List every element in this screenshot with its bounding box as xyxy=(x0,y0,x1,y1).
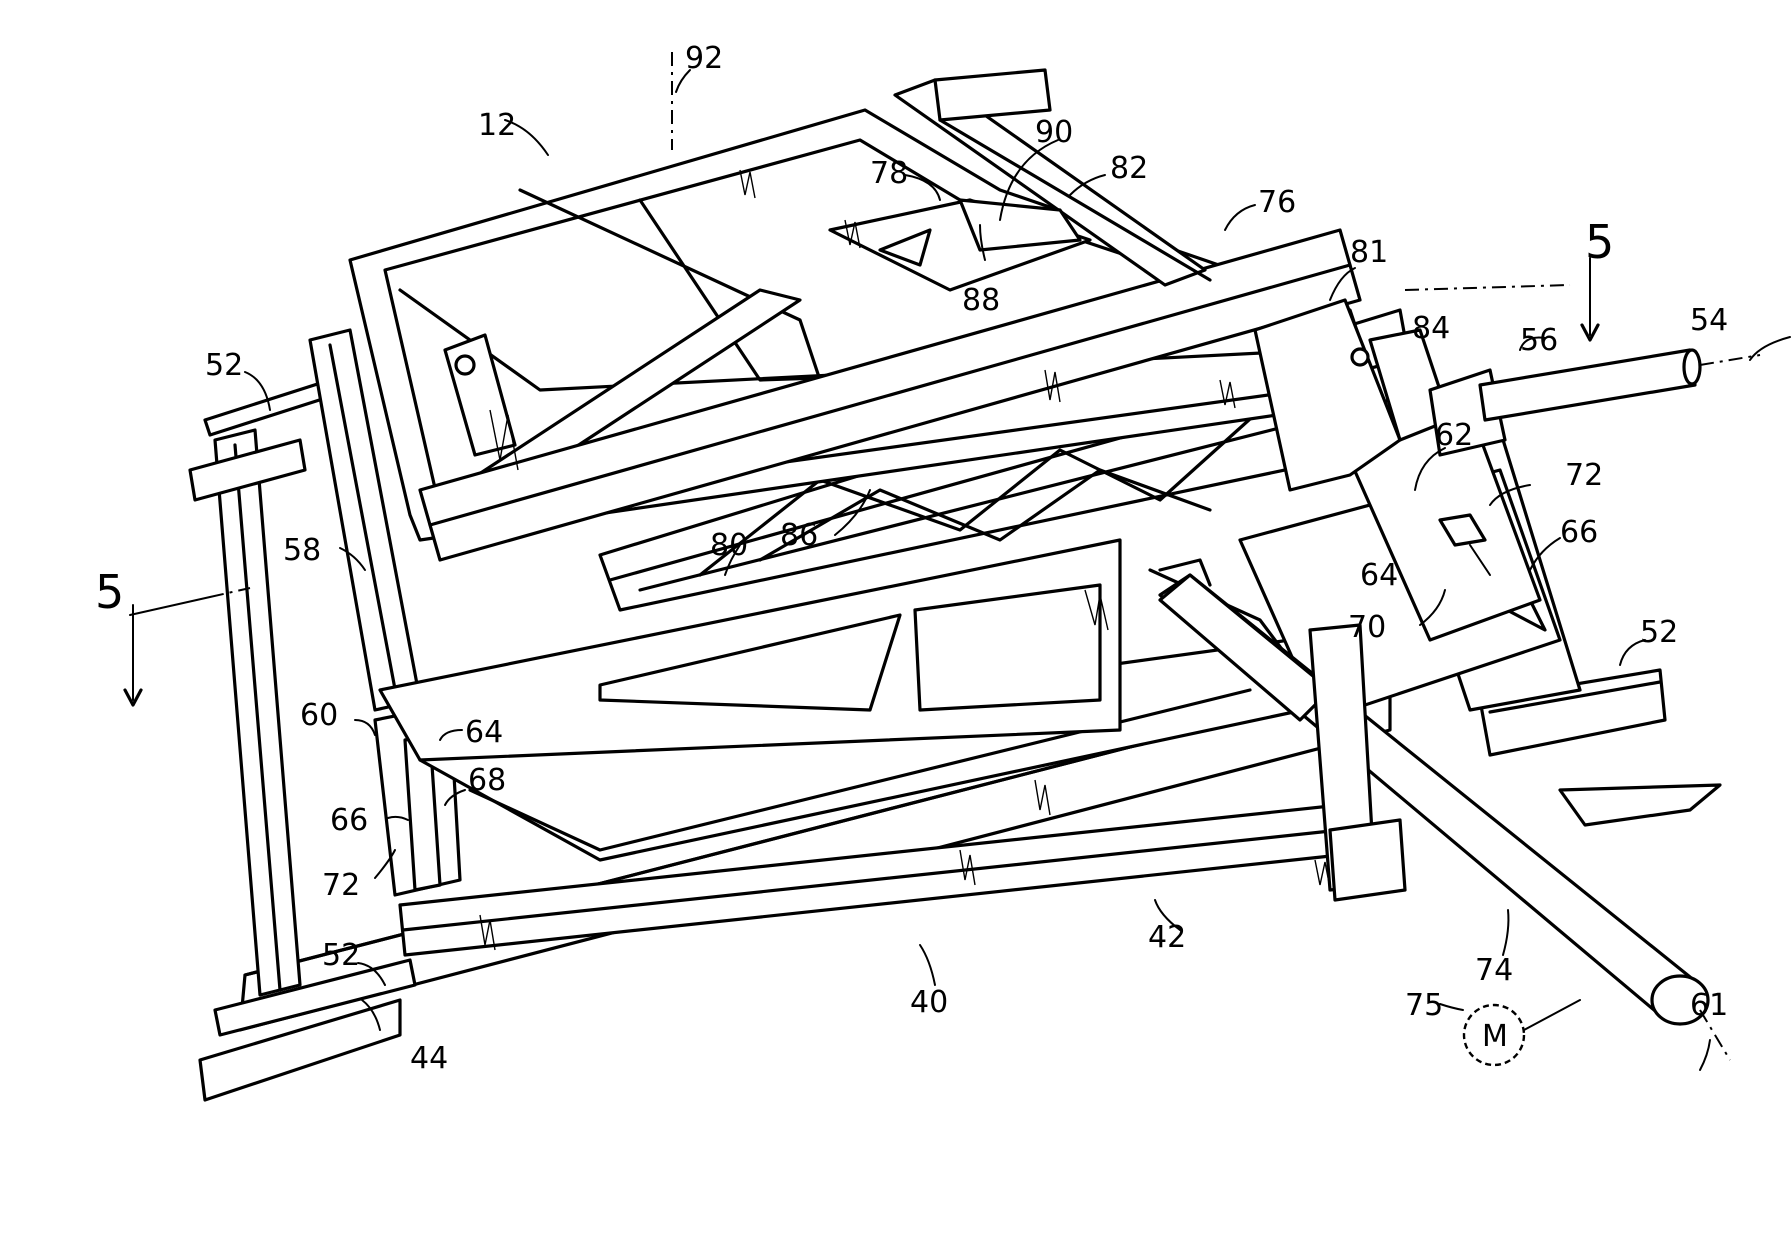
label-74: 74 xyxy=(1475,953,1513,988)
label-66-right: 66 xyxy=(1560,515,1598,550)
label-60: 60 xyxy=(300,698,338,733)
label-75: 75 xyxy=(1405,988,1443,1023)
label-82: 82 xyxy=(1110,151,1148,186)
section-5-left: 5 xyxy=(95,565,124,619)
label-58: 58 xyxy=(283,533,321,568)
label-42: 42 xyxy=(1148,920,1186,955)
label-68: 68 xyxy=(468,763,506,798)
label-86: 86 xyxy=(780,518,818,553)
label-12: 12 xyxy=(478,108,516,143)
label-78: 78 xyxy=(870,156,908,191)
label-81: 81 xyxy=(1350,235,1388,270)
label-52-top-left: 52 xyxy=(205,348,243,383)
label-44: 44 xyxy=(410,1041,448,1076)
label-70: 70 xyxy=(1348,610,1386,645)
label-40: 40 xyxy=(910,985,948,1020)
label-72-right: 72 xyxy=(1565,458,1603,493)
motor-symbol: M xyxy=(1482,1019,1508,1054)
label-66-left: 66 xyxy=(330,803,368,838)
label-90: 90 xyxy=(1035,115,1073,150)
label-76: 76 xyxy=(1258,185,1296,220)
label-84: 84 xyxy=(1412,311,1450,346)
label-64-right: 64 xyxy=(1360,558,1398,593)
label-64-left: 64 xyxy=(465,715,503,750)
label-88: 88 xyxy=(962,283,1000,318)
label-61: 61 xyxy=(1690,988,1728,1023)
label-54: 54 xyxy=(1690,303,1728,338)
label-72-left: 72 xyxy=(322,868,360,903)
section-5-right: 5 xyxy=(1585,215,1614,269)
label-92: 92 xyxy=(685,41,723,76)
label-52-bottom-left: 52 xyxy=(322,938,360,973)
label-80: 80 xyxy=(710,528,748,563)
label-62: 62 xyxy=(1435,418,1473,453)
label-52-right: 52 xyxy=(1640,615,1678,650)
label-56: 56 xyxy=(1520,323,1558,358)
